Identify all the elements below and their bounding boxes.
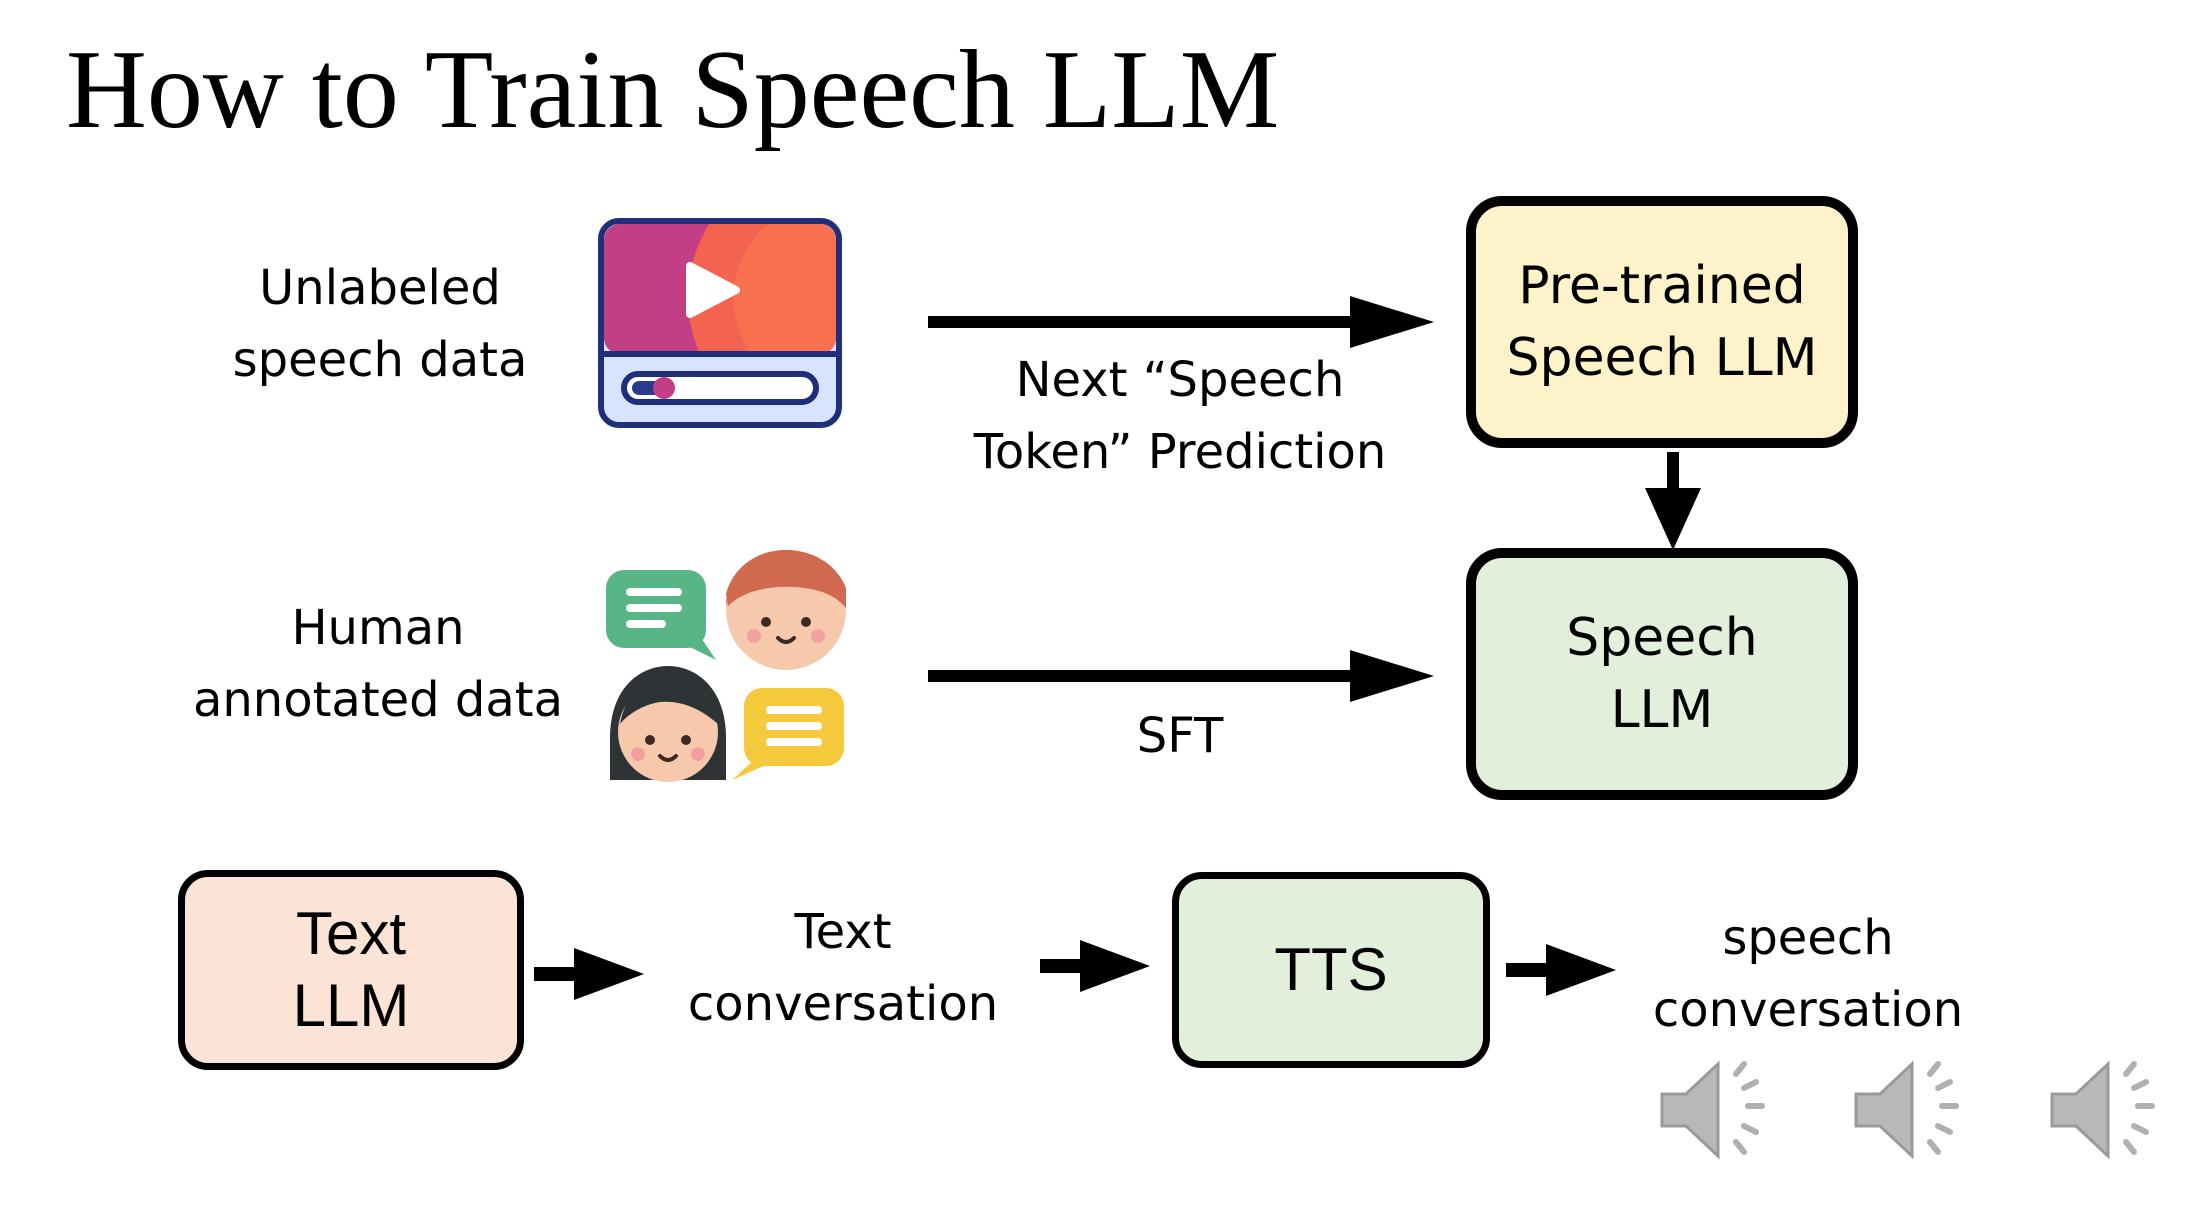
speech-conversation-label: speech conversation — [1652, 910, 1964, 1038]
sft-arrow — [928, 650, 1434, 702]
annotated-data-label: Human annotated data — [192, 600, 564, 728]
text-conversation-label: Text conversation — [687, 904, 999, 1032]
speaker-icon[interactable] — [2046, 1050, 2164, 1170]
pretrained-speech-llm-box: Pre-trained Speech LLM — [1466, 196, 1858, 448]
down-arrow — [1645, 452, 1701, 550]
speaker-icon[interactable] — [1850, 1050, 1968, 1170]
sft-edge-label: SFT — [1136, 708, 1224, 764]
text-llm-arrow — [534, 948, 644, 1000]
speaker-icon[interactable] — [1656, 1050, 1774, 1170]
unlabeled-data-label: Unlabeled speech data — [232, 260, 528, 388]
tts-arrow — [1506, 944, 1616, 996]
slide-title: How to Train Speech LLM — [66, 28, 1280, 152]
text-llm-box: Text LLM — [178, 870, 524, 1070]
speech-llm-box: Speech LLM — [1466, 548, 1858, 800]
pretrain-edge-label: Next “Speech Token” Prediction — [973, 352, 1387, 480]
chat-people-icon — [606, 550, 846, 782]
video-player-icon — [598, 218, 842, 428]
pretrain-arrow — [928, 296, 1434, 348]
conversation-arrow — [1040, 940, 1150, 992]
tts-box: TTS — [1172, 872, 1490, 1068]
